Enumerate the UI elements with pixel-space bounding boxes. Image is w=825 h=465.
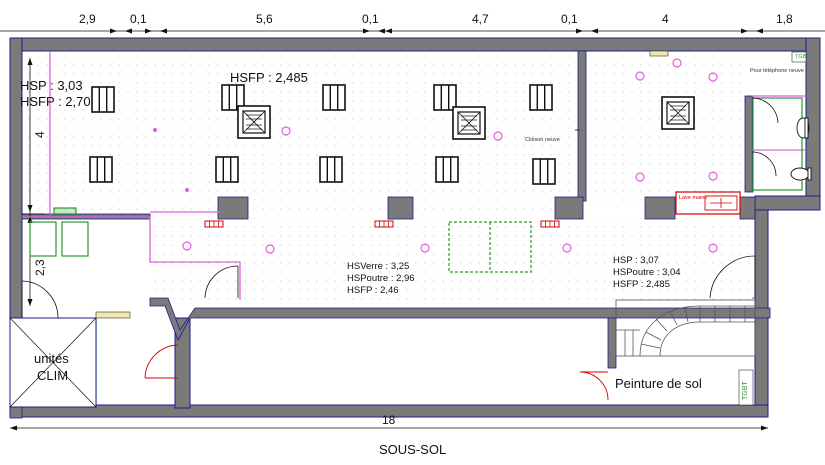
height-label: HSPoutre : 2,96 bbox=[347, 273, 415, 284]
dimension-lines bbox=[0, 30, 825, 429]
height-label: HSFP : 2,485 bbox=[230, 70, 308, 85]
height-label: HSFP : 2,70 bbox=[20, 94, 91, 109]
sink bbox=[675, 191, 741, 215]
room-label: CLIM bbox=[37, 368, 69, 383]
dimension-label-vertical: 4 bbox=[33, 131, 47, 138]
height-label: HSP : 3,03 bbox=[20, 78, 83, 93]
dimension-label: 4 bbox=[662, 12, 669, 26]
height-label: HSVerre : 3,25 bbox=[347, 261, 410, 272]
red-doors bbox=[144, 344, 609, 401]
dimension-label: 0,1 bbox=[561, 12, 578, 26]
electrical-lines bbox=[22, 51, 806, 300]
toilets bbox=[790, 117, 812, 181]
clim-unit-box bbox=[9, 317, 97, 408]
doors bbox=[21, 97, 779, 319]
tgbt-label: TGBT bbox=[742, 381, 749, 400]
room-label: Peinture de sol bbox=[615, 376, 702, 391]
plan-title: SOUS-SOL bbox=[379, 442, 447, 457]
dimension-label: 0,1 bbox=[130, 12, 147, 26]
tgbt-label: TGBT bbox=[795, 54, 810, 60]
dimension-label: 1,8 bbox=[776, 12, 793, 26]
floor-dots bbox=[150, 218, 755, 306]
room-label: unités bbox=[34, 351, 69, 366]
floor-dots bbox=[22, 52, 587, 217]
tag-label: Lave mains bbox=[679, 195, 708, 201]
dimension-label: 5,6 bbox=[256, 12, 273, 26]
dimension-arrows bbox=[10, 28, 768, 431]
staircase bbox=[615, 299, 756, 357]
electrical-elements bbox=[95, 50, 807, 406]
dimension-label: 0,1 bbox=[362, 12, 379, 26]
dimension-label-vertical: 2,3 bbox=[33, 259, 47, 276]
dimension-label: 2,9 bbox=[79, 12, 96, 26]
dimension-label-total: 18 bbox=[382, 413, 396, 427]
tag-label: Cloison neuve bbox=[525, 137, 560, 143]
ceiling-lights bbox=[152, 58, 718, 254]
dimension-label: 4,7 bbox=[472, 12, 489, 26]
height-label: HSP : 3,07 bbox=[613, 255, 659, 266]
tag-label: Pour téléphone neuve bbox=[750, 68, 804, 74]
height-label: HSPoutre : 3,04 bbox=[613, 267, 681, 278]
height-label: HSFP : 2,46 bbox=[347, 285, 399, 296]
height-label: HSFP : 2,485 bbox=[613, 279, 670, 290]
